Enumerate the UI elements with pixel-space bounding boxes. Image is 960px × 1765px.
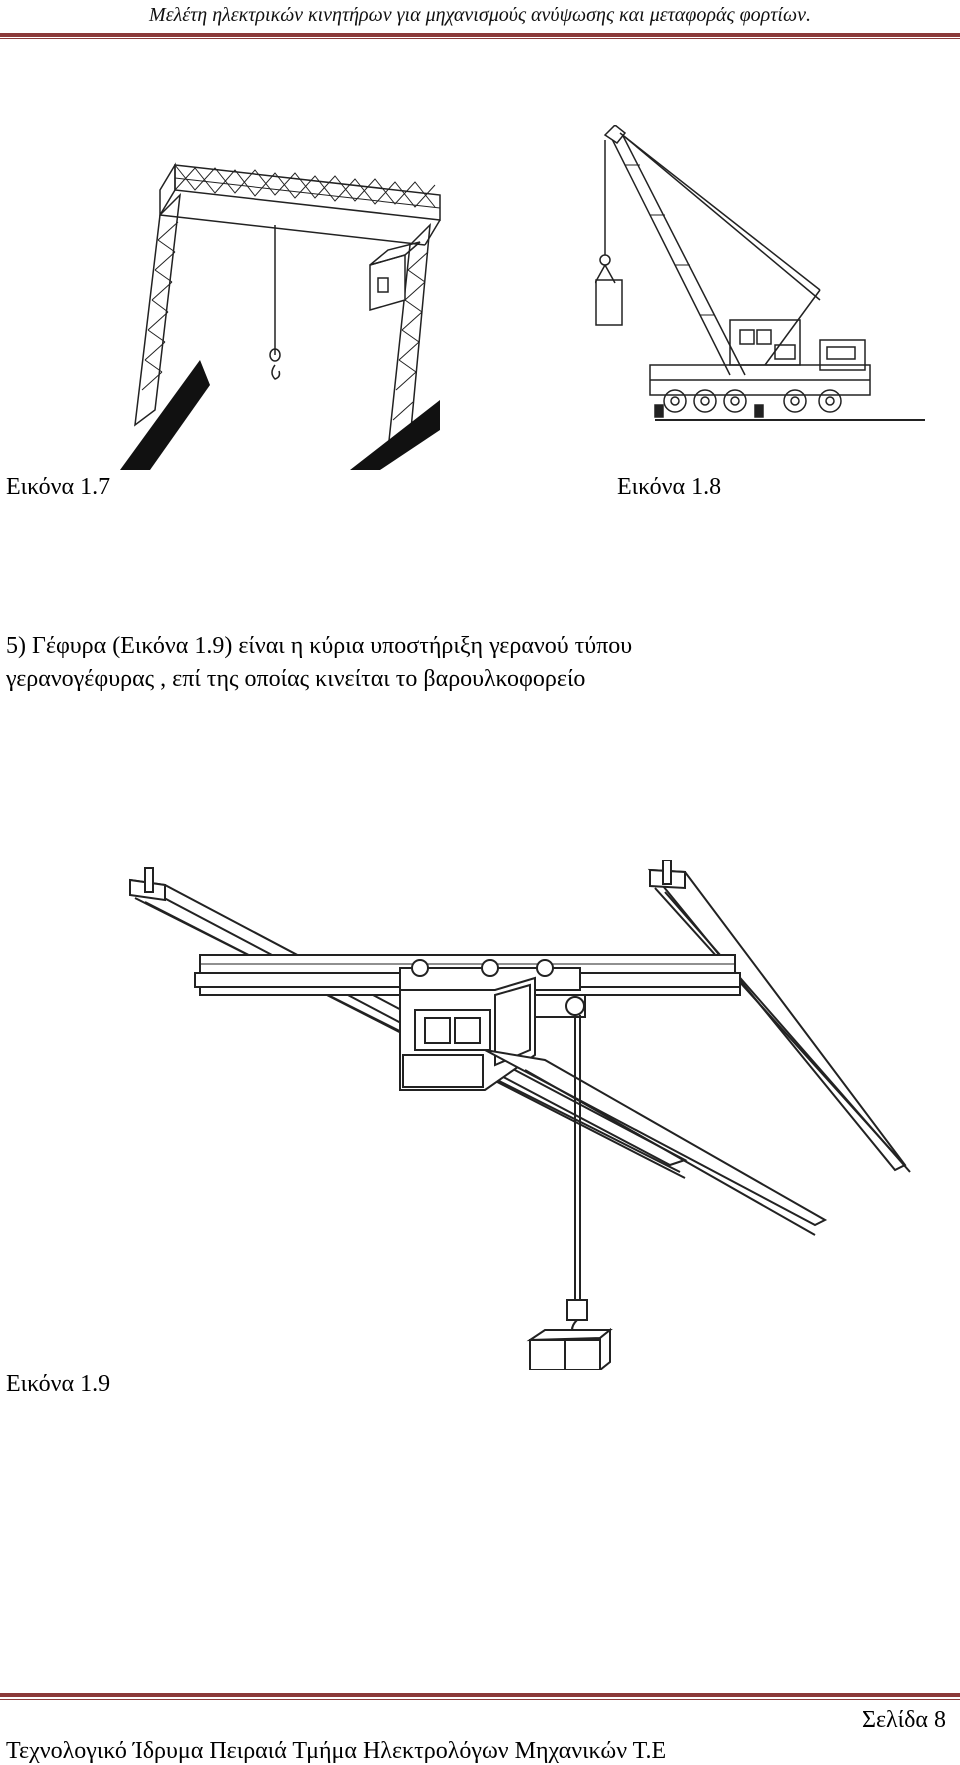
figure-1-9-caption: Εικόνα 1.9 — [6, 1371, 111, 1397]
footer-institution: Τεχνολογικό Ίδρυμα Πειραιά Τμήμα Ηλεκτρο… — [6, 1738, 667, 1764]
footer-rule — [0, 1693, 960, 1697]
body-paragraph: 5) Γέφυρα (Εικόνα 1.9) είναι η κύρια υπο… — [6, 630, 946, 696]
figure-bridge-crane — [125, 860, 925, 1370]
paragraph-line-2: γερανογέφυρας , επί της οποίας κινείται … — [6, 666, 586, 692]
header-rule — [0, 33, 960, 37]
figure-1-7-caption: Εικόνα 1.7 — [6, 474, 111, 500]
page-number: Σελίδα 8 — [861, 1707, 946, 1733]
figure-mobile-crane — [595, 125, 945, 455]
figure-gantry-crane — [120, 160, 490, 470]
header-rule-thin — [0, 38, 960, 39]
paragraph-line-1: 5) Γέφυρα (Εικόνα 1.9) είναι η κύρια υπο… — [6, 633, 633, 659]
footer-rule-thin — [0, 1699, 960, 1700]
page-header-title: Μελέτη ηλεκτρικών κινητήρων για μηχανισμ… — [149, 4, 811, 26]
figure-1-8-caption: Εικόνα 1.8 — [617, 474, 722, 500]
